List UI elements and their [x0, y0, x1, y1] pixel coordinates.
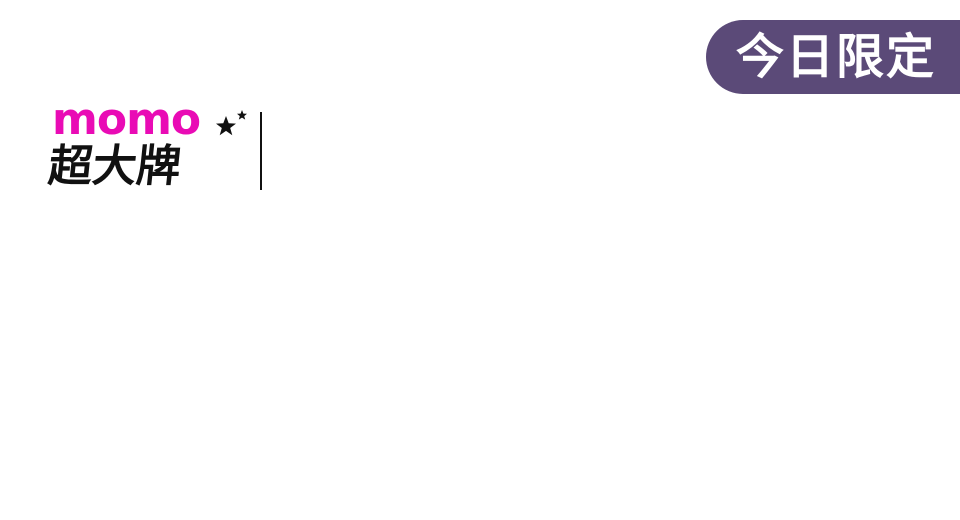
logo-divider: [260, 112, 262, 190]
today-only-badge: 今日限定: [706, 20, 960, 94]
big-brand-wordmark: 超大牌: [46, 141, 184, 192]
today-only-label: 今日限定: [736, 29, 937, 85]
stars-icon: [216, 110, 247, 136]
momo-logo: momo 超大牌: [46, 94, 266, 195]
momo-wordmark: momo: [52, 94, 201, 145]
